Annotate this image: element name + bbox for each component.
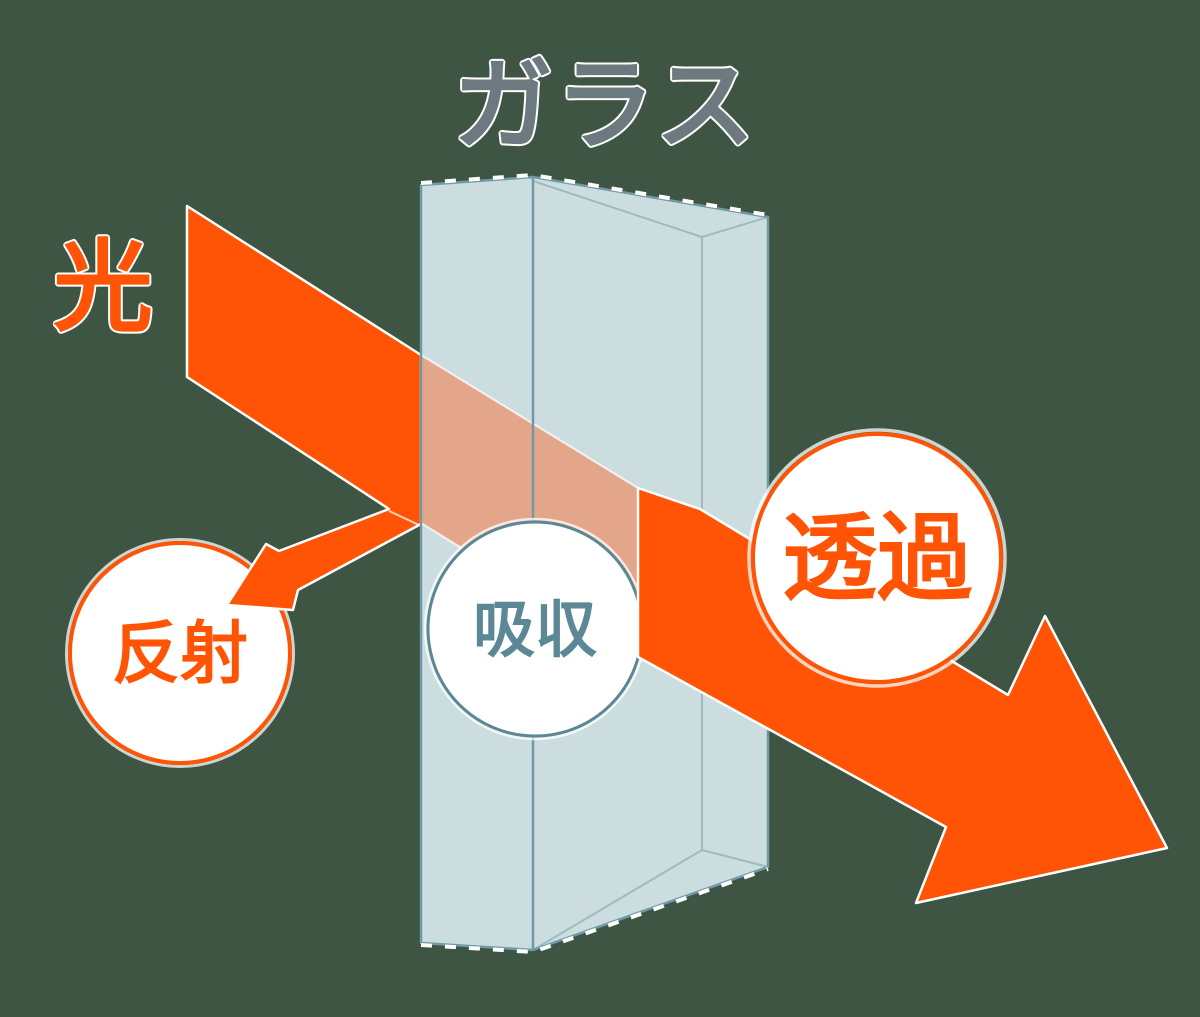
absorption-badge-label: 吸収 bbox=[473, 596, 597, 665]
transmission-badge-circle bbox=[751, 432, 1003, 684]
page-title: ガラス bbox=[453, 50, 757, 162]
reflection-badge-label: 反射 bbox=[112, 616, 248, 692]
transmission-badge: 透過 bbox=[747, 428, 1007, 688]
reflection-badge-fringe bbox=[65, 538, 295, 768]
beam-reflection-seam bbox=[388, 510, 420, 526]
transmission-badge-label: 透過 bbox=[782, 506, 973, 612]
glass-edge-highlight-top bbox=[420, 172, 769, 217]
transmission-badge-fringe bbox=[747, 428, 1007, 688]
absorption-badge: 吸収 bbox=[423, 517, 647, 741]
light-label: 光 bbox=[53, 232, 153, 344]
